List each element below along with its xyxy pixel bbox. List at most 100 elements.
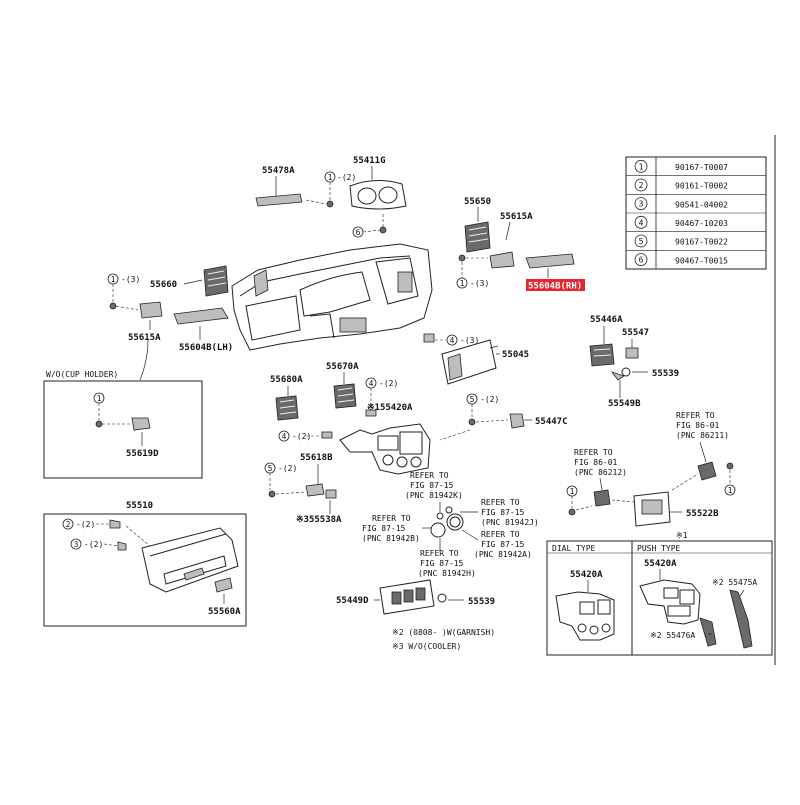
label-55670A[interactable]: 55670A — [326, 362, 359, 372]
refer-86212[interactable]: REFER TO FIG 86-01 (PNC 86212) — [574, 448, 627, 477]
part-55449D-switch-panel — [379, 579, 435, 615]
part-55411G-cluster — [349, 180, 407, 210]
svg-text:(PNC 81942B): (PNC 81942B) — [362, 534, 420, 543]
svg-text:REFER TO: REFER TO — [481, 498, 520, 507]
svg-text:2: 2 — [66, 520, 71, 529]
part-55478A — [255, 193, 303, 207]
svg-text:-(2): -(2) — [480, 395, 499, 404]
svg-text:-(3): -(3) — [121, 275, 140, 284]
dial-type-title: DIAL TYPE — [552, 544, 596, 553]
svg-text:-(2): -(2) — [278, 464, 297, 473]
legend-num: 5 — [639, 237, 644, 246]
svg-text:6: 6 — [356, 228, 361, 237]
legend-code: 90541-04002 — [675, 200, 728, 209]
label-55045[interactable]: 55045 — [502, 350, 529, 360]
svg-text:(PNC 81942A): (PNC 81942A) — [474, 550, 532, 559]
label-55478A[interactable]: 55478A — [262, 166, 295, 176]
label-55447C[interactable]: 55447C — [535, 417, 568, 427]
part-55510-glove-box — [141, 527, 239, 593]
svg-text:FIG 87-15: FIG 87-15 — [481, 508, 525, 517]
part-55650-vent — [464, 221, 491, 253]
legend-row: 4 90467-10203 — [634, 215, 728, 229]
label-55510[interactable]: 55510 — [126, 501, 153, 511]
svg-text:-(2): -(2) — [337, 173, 356, 182]
svg-text:REFER TO: REFER TO — [481, 530, 520, 539]
push-type-title: PUSH TYPE — [637, 544, 681, 553]
label-55449D[interactable]: 55449D — [336, 596, 369, 606]
legend-code: 90467-10203 — [675, 219, 728, 228]
svg-text:3: 3 — [74, 540, 79, 549]
refer-81942B[interactable]: REFER TO FIG 87-15 (PNC 81942B) — [362, 514, 420, 543]
legend-num: 1 — [639, 162, 644, 171]
label-55539-right[interactable]: 55539 — [652, 369, 679, 379]
refer-81942A[interactable]: REFER TO FIG 87-15 (PNC 81942A) — [474, 530, 532, 559]
label-push-55476A[interactable]: ※2 55476A — [650, 631, 695, 640]
svg-text:4: 4 — [450, 336, 455, 345]
label-55411G[interactable]: 55411G — [353, 156, 386, 166]
svg-text:5: 5 — [268, 464, 273, 473]
svg-text:REFER TO: REFER TO — [372, 514, 411, 523]
svg-text:FIG 87-15: FIG 87-15 — [362, 524, 406, 533]
label-55650[interactable]: 55650 — [464, 197, 491, 207]
legend-code: 90467-T0015 — [675, 256, 728, 265]
label-55547[interactable]: 55547 — [622, 328, 649, 338]
highlight-box — [526, 279, 585, 291]
svg-text:REFER TO: REFER TO — [420, 549, 459, 558]
label-55604B-LH[interactable]: 55604B(LH) — [179, 343, 233, 353]
label-55615A-top[interactable]: 55615A — [500, 212, 533, 222]
svg-text:FIG 86-01: FIG 86-01 — [676, 421, 720, 430]
part-55618B — [305, 483, 325, 497]
part-55615A-bracket — [489, 251, 515, 269]
svg-text:REFER TO: REFER TO — [574, 448, 613, 457]
svg-text:(PNC 86211): (PNC 86211) — [676, 431, 729, 440]
part-55522B — [633, 491, 671, 527]
label-dial-55420A[interactable]: 55420A — [570, 570, 603, 580]
note-garnish: ※2 (0808- )W(GARNISH) — [392, 628, 495, 637]
part-55619D — [131, 417, 151, 431]
refer-81942H[interactable]: REFER TO FIG 87-15 (PNC 81942H) — [418, 549, 476, 578]
label-55560A[interactable]: 55560A — [208, 607, 241, 617]
label-55604B-RH[interactable]: 55604B(RH) — [528, 282, 582, 292]
label-55618B[interactable]: 55618B — [300, 453, 333, 463]
part-push-panel — [639, 579, 701, 625]
svg-text:REFER TO: REFER TO — [410, 471, 449, 480]
label-55680A[interactable]: 55680A — [270, 375, 303, 385]
glove-box-frame: 2 -(2) 3 -(2) 55560A — [43, 513, 247, 627]
label-55619D[interactable]: 55619D — [126, 449, 159, 459]
label-55660[interactable]: 55660 — [150, 280, 177, 290]
svg-text:1: 1 — [728, 486, 733, 495]
label-55549B[interactable]: 55549B — [608, 399, 641, 409]
legend-num: 3 — [639, 200, 644, 209]
part-55670A-vent — [333, 383, 357, 409]
refer-86211[interactable]: REFER TO FIG 86-01 (PNC 86211) — [676, 411, 729, 440]
svg-text:4: 4 — [282, 432, 287, 441]
refer-81942K[interactable]: REFER TO FIG 87-15 (PNC 81942K) — [405, 471, 463, 500]
svg-text:1: 1 — [97, 394, 102, 403]
label-push-55420A[interactable]: 55420A — [644, 559, 677, 569]
label-push-55475A[interactable]: ※2 55475A — [712, 578, 757, 587]
part-55615A-left-bracket — [139, 301, 163, 319]
svg-text:FIG 87-15: FIG 87-15 — [410, 481, 454, 490]
label-55420A-main[interactable]: ※155420A — [367, 403, 413, 413]
svg-text:-(2): -(2) — [379, 379, 398, 388]
label-55539-bottom[interactable]: 55539 — [468, 597, 495, 607]
label-55446A[interactable]: 55446A — [590, 315, 623, 325]
label-55538A[interactable]: ※355538A — [296, 515, 342, 525]
svg-text:1: 1 — [570, 487, 575, 496]
svg-text:1: 1 — [328, 173, 333, 182]
legend-row: 3 90541-04002 — [634, 197, 728, 211]
part-55604B-LH — [173, 307, 229, 325]
svg-text:1: 1 — [460, 279, 465, 288]
svg-text:(PNC 81942J): (PNC 81942J) — [481, 518, 539, 527]
part-55604B-RH — [525, 253, 575, 269]
label-55615A-left[interactable]: 55615A — [128, 333, 161, 343]
part-55045-cover — [441, 339, 497, 385]
label-55522B[interactable]: 55522B — [686, 509, 719, 519]
svg-text:FIG 87-15: FIG 87-15 — [481, 540, 525, 549]
part-55660-vent — [203, 265, 229, 297]
refer-81942J[interactable]: REFER TO FIG 87-15 (PNC 81942J) — [481, 498, 539, 527]
svg-text:4: 4 — [369, 379, 374, 388]
part-55447C — [509, 413, 525, 429]
